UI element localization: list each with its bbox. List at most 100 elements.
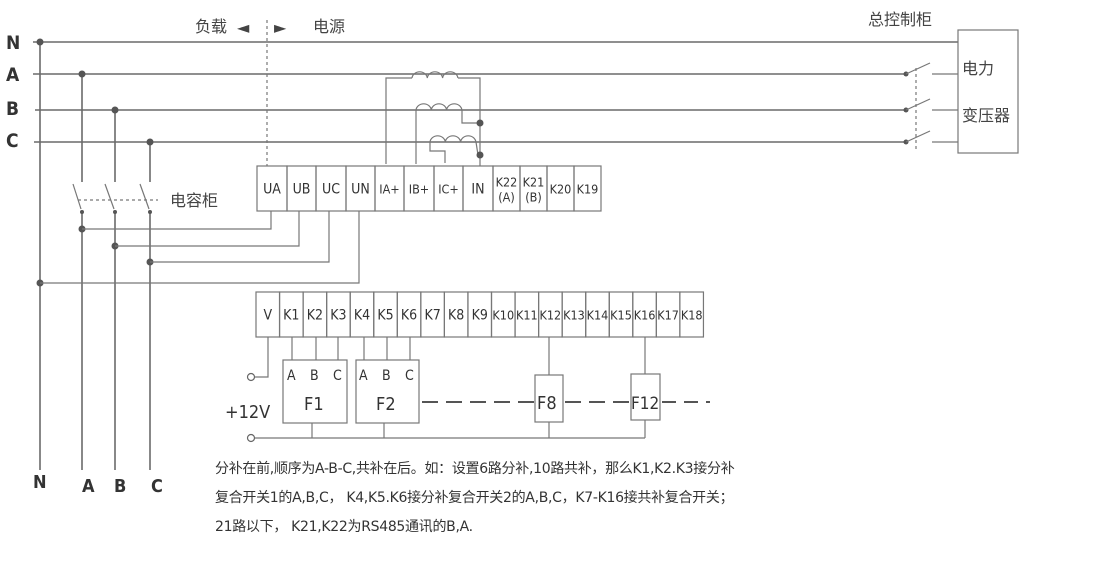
terminal-k1: K1: [278, 291, 304, 338]
terminal-label: K22: [496, 175, 518, 190]
terminal-ub: UB: [286, 165, 317, 212]
terminal-label: (A): [498, 190, 514, 205]
terminal-k11: K11: [514, 291, 540, 338]
terminal-k3: K3: [326, 291, 351, 338]
terminal-ua: UA: [256, 165, 288, 212]
terminal-label: V: [263, 308, 272, 324]
terminal-label: K16: [634, 308, 656, 323]
terminal-label: UA: [263, 182, 281, 198]
transformer-label-1: 电力: [962, 59, 994, 78]
terminal-k9: K9: [467, 291, 493, 338]
f12-label: F12: [631, 394, 659, 414]
switch-box-f8: F8: [534, 374, 564, 423]
f2-label: F2: [376, 394, 396, 415]
terminal-label: K19: [577, 182, 599, 197]
terminal-k18: K18: [679, 291, 705, 338]
terminal-label: UC: [322, 182, 340, 198]
terminal-k4: K4: [349, 291, 375, 338]
terminal-label: K17: [657, 308, 679, 323]
terminal-k16: K16: [632, 291, 657, 338]
main-breaker: [903, 62, 958, 150]
phase-label-n: N: [6, 32, 20, 54]
terminal-k20: K20: [546, 165, 575, 212]
switch-box-f12: F12: [630, 373, 661, 421]
terminal-k19: K19: [573, 165, 602, 212]
f1-phase-a: A: [287, 368, 296, 384]
terminal-k12: K12: [537, 291, 563, 338]
terminal-k10: K10: [490, 291, 516, 338]
bottom-label-b: B: [114, 476, 126, 497]
terminal-label: IA+: [379, 182, 399, 197]
terminal-label: K3: [330, 308, 346, 324]
terminal-label: K9: [472, 308, 488, 324]
terminal-k22: K22(A): [492, 165, 521, 212]
terminal-k15: K15: [608, 291, 634, 338]
terminal-label: IB+: [409, 182, 429, 197]
terminal-ia-plus: IA+: [374, 165, 405, 212]
note-line-3: 21路以下， K21,K22为RS485通讯的B,A.: [215, 519, 473, 535]
bottom-label-a: A: [82, 476, 95, 497]
terminal-label: K6: [401, 308, 417, 324]
capacitor-cabinet-wiring: [36, 38, 360, 470]
f2-phase-c: C: [405, 368, 414, 384]
bottom-label-n: N: [33, 472, 47, 493]
terminal-v: V: [255, 291, 281, 338]
f2-phase-b: B: [382, 368, 391, 384]
terminal-ic-plus: IC+: [433, 165, 464, 212]
terminal-label: IC+: [438, 182, 459, 197]
terminal-uc: UC: [315, 165, 347, 212]
phase-label-b: B: [6, 98, 19, 120]
terminal-label: K18: [681, 308, 703, 323]
note-line-2: 复合开关1的A,B,C， K4,K5.K6接分补复合开关2的A,B,C，K7-K…: [215, 490, 734, 506]
f2-phase-a: A: [359, 368, 368, 384]
phase-label-a: A: [6, 64, 20, 86]
terminal-label: K15: [610, 308, 632, 323]
terminal-k14: K14: [585, 291, 610, 338]
terminal-label: K10: [492, 308, 514, 323]
terminal-label: K4: [354, 308, 370, 324]
transformer-box: [957, 29, 1019, 154]
terminal-label: K13: [563, 308, 585, 323]
note-line-1: 分补在前,顺序为A-B-C,共补在后。如：设置6路分补,10路共补，那么K1,K…: [215, 461, 735, 477]
terminal-label: IN: [471, 182, 484, 198]
terminal-label: (B): [525, 190, 542, 205]
plus-12v-label: +12V: [225, 402, 270, 423]
terminal-label: UN: [351, 182, 370, 198]
current-transformers: [385, 71, 484, 166]
load-label: 负载: [195, 17, 227, 36]
terminal-label: K14: [587, 308, 609, 323]
terminal-label: K20: [550, 182, 572, 197]
switch-box-f2: A B C F2: [355, 359, 420, 424]
terminal-label: K5: [377, 308, 393, 324]
terminal-k17: K17: [655, 291, 681, 338]
bottom-label-c: C: [151, 476, 163, 497]
terminal-k2: K2: [302, 291, 328, 338]
terminal-ib-plus: IB+: [403, 165, 435, 212]
terminal-k7: K7: [420, 291, 446, 338]
source-label: 电源: [313, 17, 345, 36]
terminal-label: K21: [523, 175, 545, 190]
terminal-label: UB: [293, 182, 311, 198]
output-wiring: [246, 337, 710, 443]
switch-box-f1: A B C F1: [282, 359, 348, 424]
terminal-k5: K5: [373, 291, 398, 338]
terminal-in: IN: [462, 165, 494, 212]
transformer-label-2: 变压器: [962, 106, 1010, 125]
terminal-label: K7: [424, 308, 440, 324]
terminal-label: K8: [448, 308, 464, 324]
terminal-label: K1: [283, 308, 299, 324]
capacitor-cabinet-label: 电容柜: [170, 191, 218, 210]
terminal-k13: K13: [561, 291, 587, 338]
terminal-label: K12: [540, 308, 562, 323]
right-arrow-icon: ►: [274, 18, 287, 37]
main-cabinet-label: 总控制柜: [868, 10, 932, 29]
f1-phase-c: C: [333, 368, 342, 384]
f1-label: F1: [304, 394, 324, 415]
terminal-k21: K21(B): [519, 165, 548, 212]
terminal-label: K2: [307, 308, 323, 324]
f1-phase-b: B: [310, 368, 319, 384]
terminal-k6: K6: [396, 291, 422, 338]
